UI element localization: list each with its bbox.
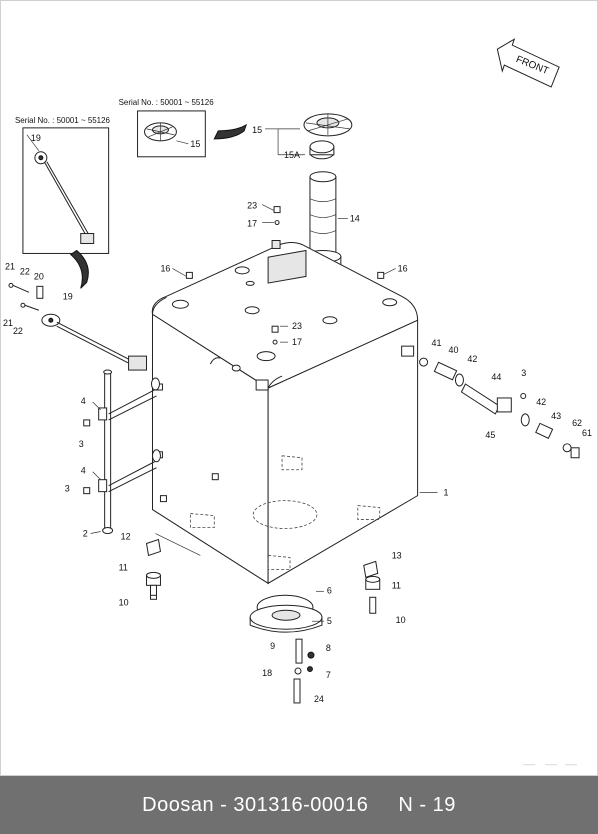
callout-3a: 3 — [521, 368, 526, 378]
callout-42a: 42 — [467, 354, 477, 364]
front-arrow-icon: FRONT — [496, 38, 560, 88]
pointer-arrow-top — [213, 123, 248, 140]
callout-4b: 4 — [81, 466, 86, 476]
mounting-rod — [98, 369, 161, 535]
side-hose-assembly — [419, 357, 580, 459]
callout-19a: 19 — [31, 133, 41, 143]
callout-22a: 22 — [20, 266, 30, 276]
serial-box-left: Serial No. : 50001 ~ 55126 — [15, 116, 111, 254]
callout-42b: 42 — [536, 397, 546, 407]
callout-11a: 11 — [119, 562, 128, 572]
parts-diagram: FRONT Serial No. : 50001 ~ 55126 Serial … — [0, 0, 598, 776]
fuel-tank-body — [151, 241, 419, 585]
fasteners — [83, 206, 385, 495]
callout-23b: 23 — [292, 321, 302, 331]
callout-5: 5 — [327, 616, 332, 626]
footer-page-ref: N - 19 — [398, 793, 456, 816]
callout-12: 12 — [121, 531, 131, 541]
footer-brand: Doosan — [142, 793, 215, 816]
callout-8: 8 — [326, 643, 331, 653]
callout-43: 43 — [551, 411, 561, 421]
callout-3c: 3 — [65, 484, 70, 494]
callout-17a: 17 — [247, 219, 257, 229]
drain-assembly — [249, 594, 323, 704]
callout-7: 7 — [326, 670, 331, 680]
footer-separator: - — [220, 793, 228, 816]
callout-22b: 22 — [13, 326, 23, 336]
serial-label-left: Serial No. : 50001 ~ 55126 — [15, 116, 111, 125]
callout-2: 2 — [83, 529, 88, 539]
callout-13: 13 — [392, 550, 402, 560]
callout-6: 6 — [327, 585, 332, 595]
callout-20: 20 — [34, 271, 44, 281]
callout-40: 40 — [448, 345, 458, 355]
callout-labels: 19 15 15 15A 14 23 17 16 16 21 22 20 19 … — [3, 125, 592, 704]
callout-15a: 15 — [190, 139, 200, 149]
pointer-arrow-left — [69, 249, 89, 289]
callout-1: 1 — [444, 488, 449, 498]
callout-9: 9 — [270, 641, 275, 651]
callout-15A: 15A — [284, 150, 300, 160]
callout-10a: 10 — [119, 597, 129, 607]
callout-44: 44 — [491, 372, 501, 382]
fuel-cap-assembly — [265, 113, 353, 160]
callout-14: 14 — [350, 214, 360, 224]
callout-23a: 23 — [247, 201, 257, 211]
callout-10b: 10 — [396, 615, 406, 625]
mounting-feet — [145, 533, 381, 614]
callout-16a: 16 — [160, 263, 170, 273]
callout-18: 18 — [262, 668, 272, 678]
exploded-view-fuel-tank: FRONT Serial No. : 50001 ~ 55126 Serial … — [3, 38, 592, 766]
leader-lines — [26, 134, 438, 622]
callout-62: 62 — [572, 418, 582, 428]
callout-21a: 21 — [5, 261, 15, 271]
serial-label-top: Serial No. : 50001 ~ 55126 — [119, 98, 215, 107]
callout-11b: 11 — [392, 580, 401, 590]
callout-21b: 21 — [3, 318, 13, 328]
callout-19b: 19 — [63, 291, 73, 301]
callout-4a: 4 — [81, 396, 86, 406]
callout-41: 41 — [432, 338, 442, 348]
callout-45: 45 — [485, 430, 495, 440]
footer-part-number: 301316-00016 — [233, 793, 369, 816]
footer-bar: Doosan - 301316-00016 N - 19 — [0, 776, 598, 834]
callout-15: 15 — [252, 125, 262, 135]
callout-61: 61 — [582, 428, 592, 438]
callout-24: 24 — [314, 694, 324, 704]
callout-17b: 17 — [292, 337, 302, 347]
serial-box-top: Serial No. : 50001 ~ 55126 — [119, 98, 215, 158]
callout-3b: 3 — [79, 439, 84, 449]
callout-16b: 16 — [398, 263, 408, 273]
fuel-sender — [8, 282, 148, 371]
